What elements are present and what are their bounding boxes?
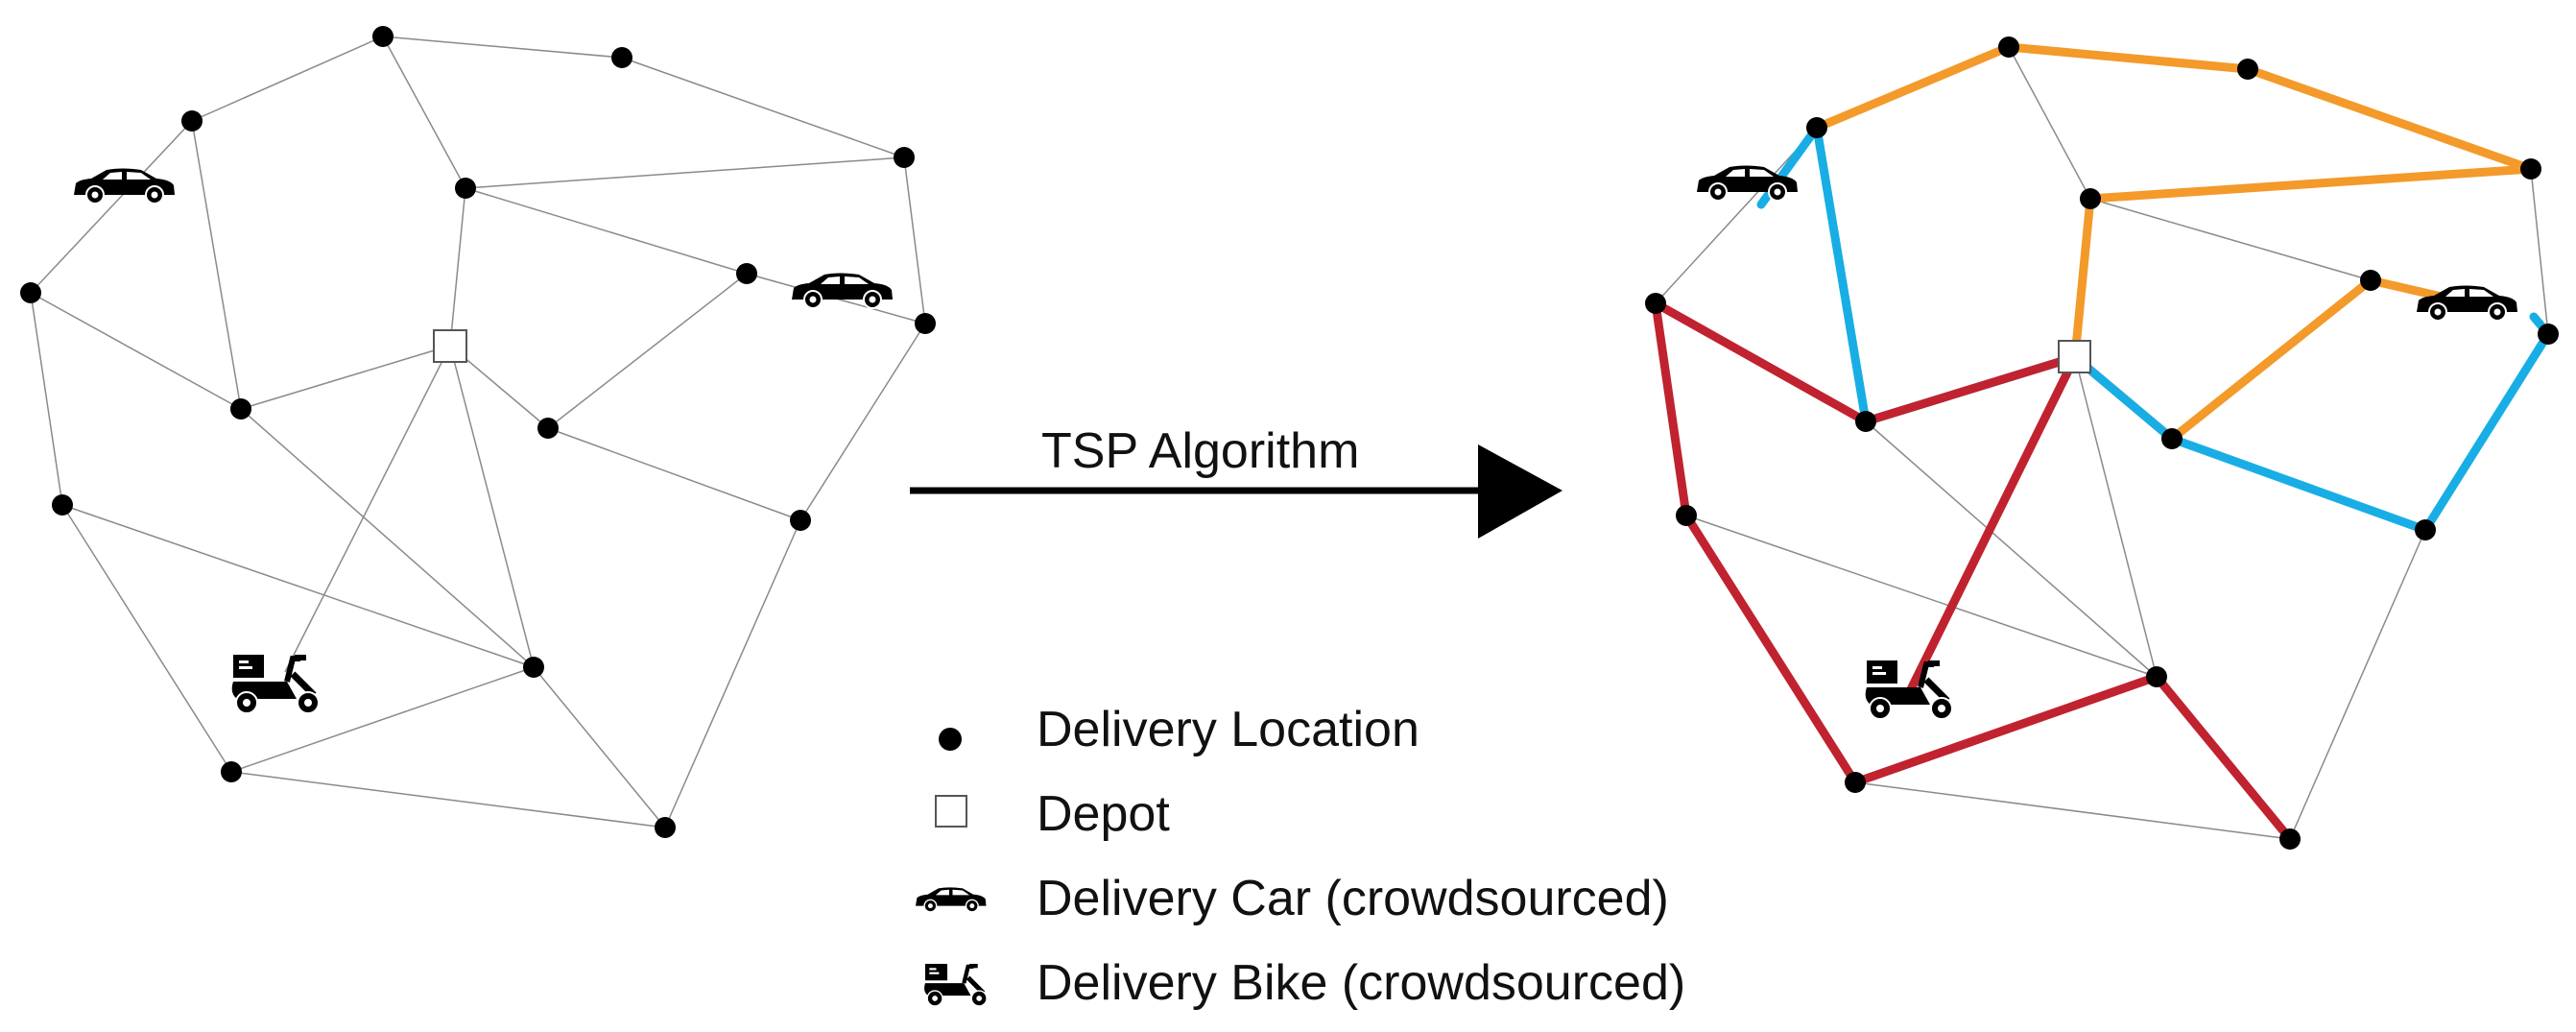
route-blue bbox=[1756, 123, 2553, 535]
delivery-location bbox=[1645, 293, 1666, 314]
delivery-location bbox=[915, 313, 936, 334]
legend-item: Delivery Bike (crowdsourced) bbox=[924, 955, 1685, 1011]
depot bbox=[2058, 340, 2091, 373]
delivery-location bbox=[20, 282, 41, 303]
scooter-icon bbox=[924, 964, 987, 1006]
graph-edges bbox=[30, 36, 926, 828]
delivery-location bbox=[2415, 519, 2436, 540]
delivery-location bbox=[1845, 772, 1866, 793]
delivery-location bbox=[2146, 666, 2167, 687]
delivery-location bbox=[537, 418, 559, 439]
delivery-location bbox=[181, 110, 203, 132]
delivery-location bbox=[2080, 188, 2101, 209]
route-orange bbox=[1812, 42, 2536, 444]
delivery-location bbox=[2279, 828, 2301, 850]
delivery-location bbox=[1676, 505, 1697, 526]
legend-label: Delivery Car (crowdsourced) bbox=[1037, 871, 1669, 926]
delivery-location bbox=[611, 47, 632, 68]
delivery-location bbox=[2161, 428, 2182, 449]
car-icon bbox=[73, 167, 176, 204]
legend: Delivery Location Depot Delivery Car (cr… bbox=[915, 702, 1685, 1011]
tsp-arrow: TSP Algorithm bbox=[910, 423, 1562, 539]
delivery-location bbox=[455, 178, 476, 199]
arrow-label: TSP Algorithm bbox=[1041, 423, 1359, 479]
delivery-location bbox=[1998, 36, 2019, 58]
legend-item: Delivery Car (crowdsourced) bbox=[915, 871, 1669, 926]
legend-item: Delivery Location bbox=[939, 702, 1419, 757]
delivery-location-nodes bbox=[20, 26, 936, 838]
delivery-location bbox=[372, 26, 394, 47]
delivery-location bbox=[2520, 158, 2541, 180]
legend-label: Depot bbox=[1037, 786, 1170, 842]
delivery-location bbox=[894, 147, 915, 168]
delivery-location bbox=[523, 657, 544, 678]
delivery-location bbox=[2237, 59, 2258, 80]
car-icon bbox=[791, 272, 894, 309]
legend-item: Depot bbox=[935, 786, 1170, 842]
delivery-location bbox=[230, 398, 251, 420]
delivery-location bbox=[1806, 117, 1827, 138]
delivery-location bbox=[52, 494, 73, 516]
car-icon bbox=[915, 886, 988, 913]
delivery-location bbox=[2360, 270, 2381, 291]
delivery-location-nodes bbox=[1645, 36, 2559, 850]
legend-label: Delivery Location bbox=[1037, 702, 1419, 757]
delivery-location-dot-icon bbox=[939, 728, 962, 751]
scooter-icon bbox=[1866, 660, 1952, 719]
delivery-location bbox=[221, 761, 242, 782]
delivery-location bbox=[2538, 324, 2559, 345]
solved-routes-graph bbox=[1645, 36, 2559, 850]
legend-label: Delivery Bike (crowdsourced) bbox=[1037, 955, 1685, 1011]
depot-square-icon bbox=[935, 795, 967, 828]
delivery-location bbox=[736, 263, 757, 284]
delivery-location bbox=[790, 510, 811, 531]
depot bbox=[433, 329, 467, 363]
delivery-location bbox=[655, 817, 676, 838]
route-red bbox=[1651, 299, 2295, 844]
input-graph bbox=[20, 26, 936, 838]
scooter-icon bbox=[232, 655, 319, 713]
delivery-location bbox=[1855, 411, 1876, 432]
graph-edges bbox=[1655, 46, 2549, 840]
